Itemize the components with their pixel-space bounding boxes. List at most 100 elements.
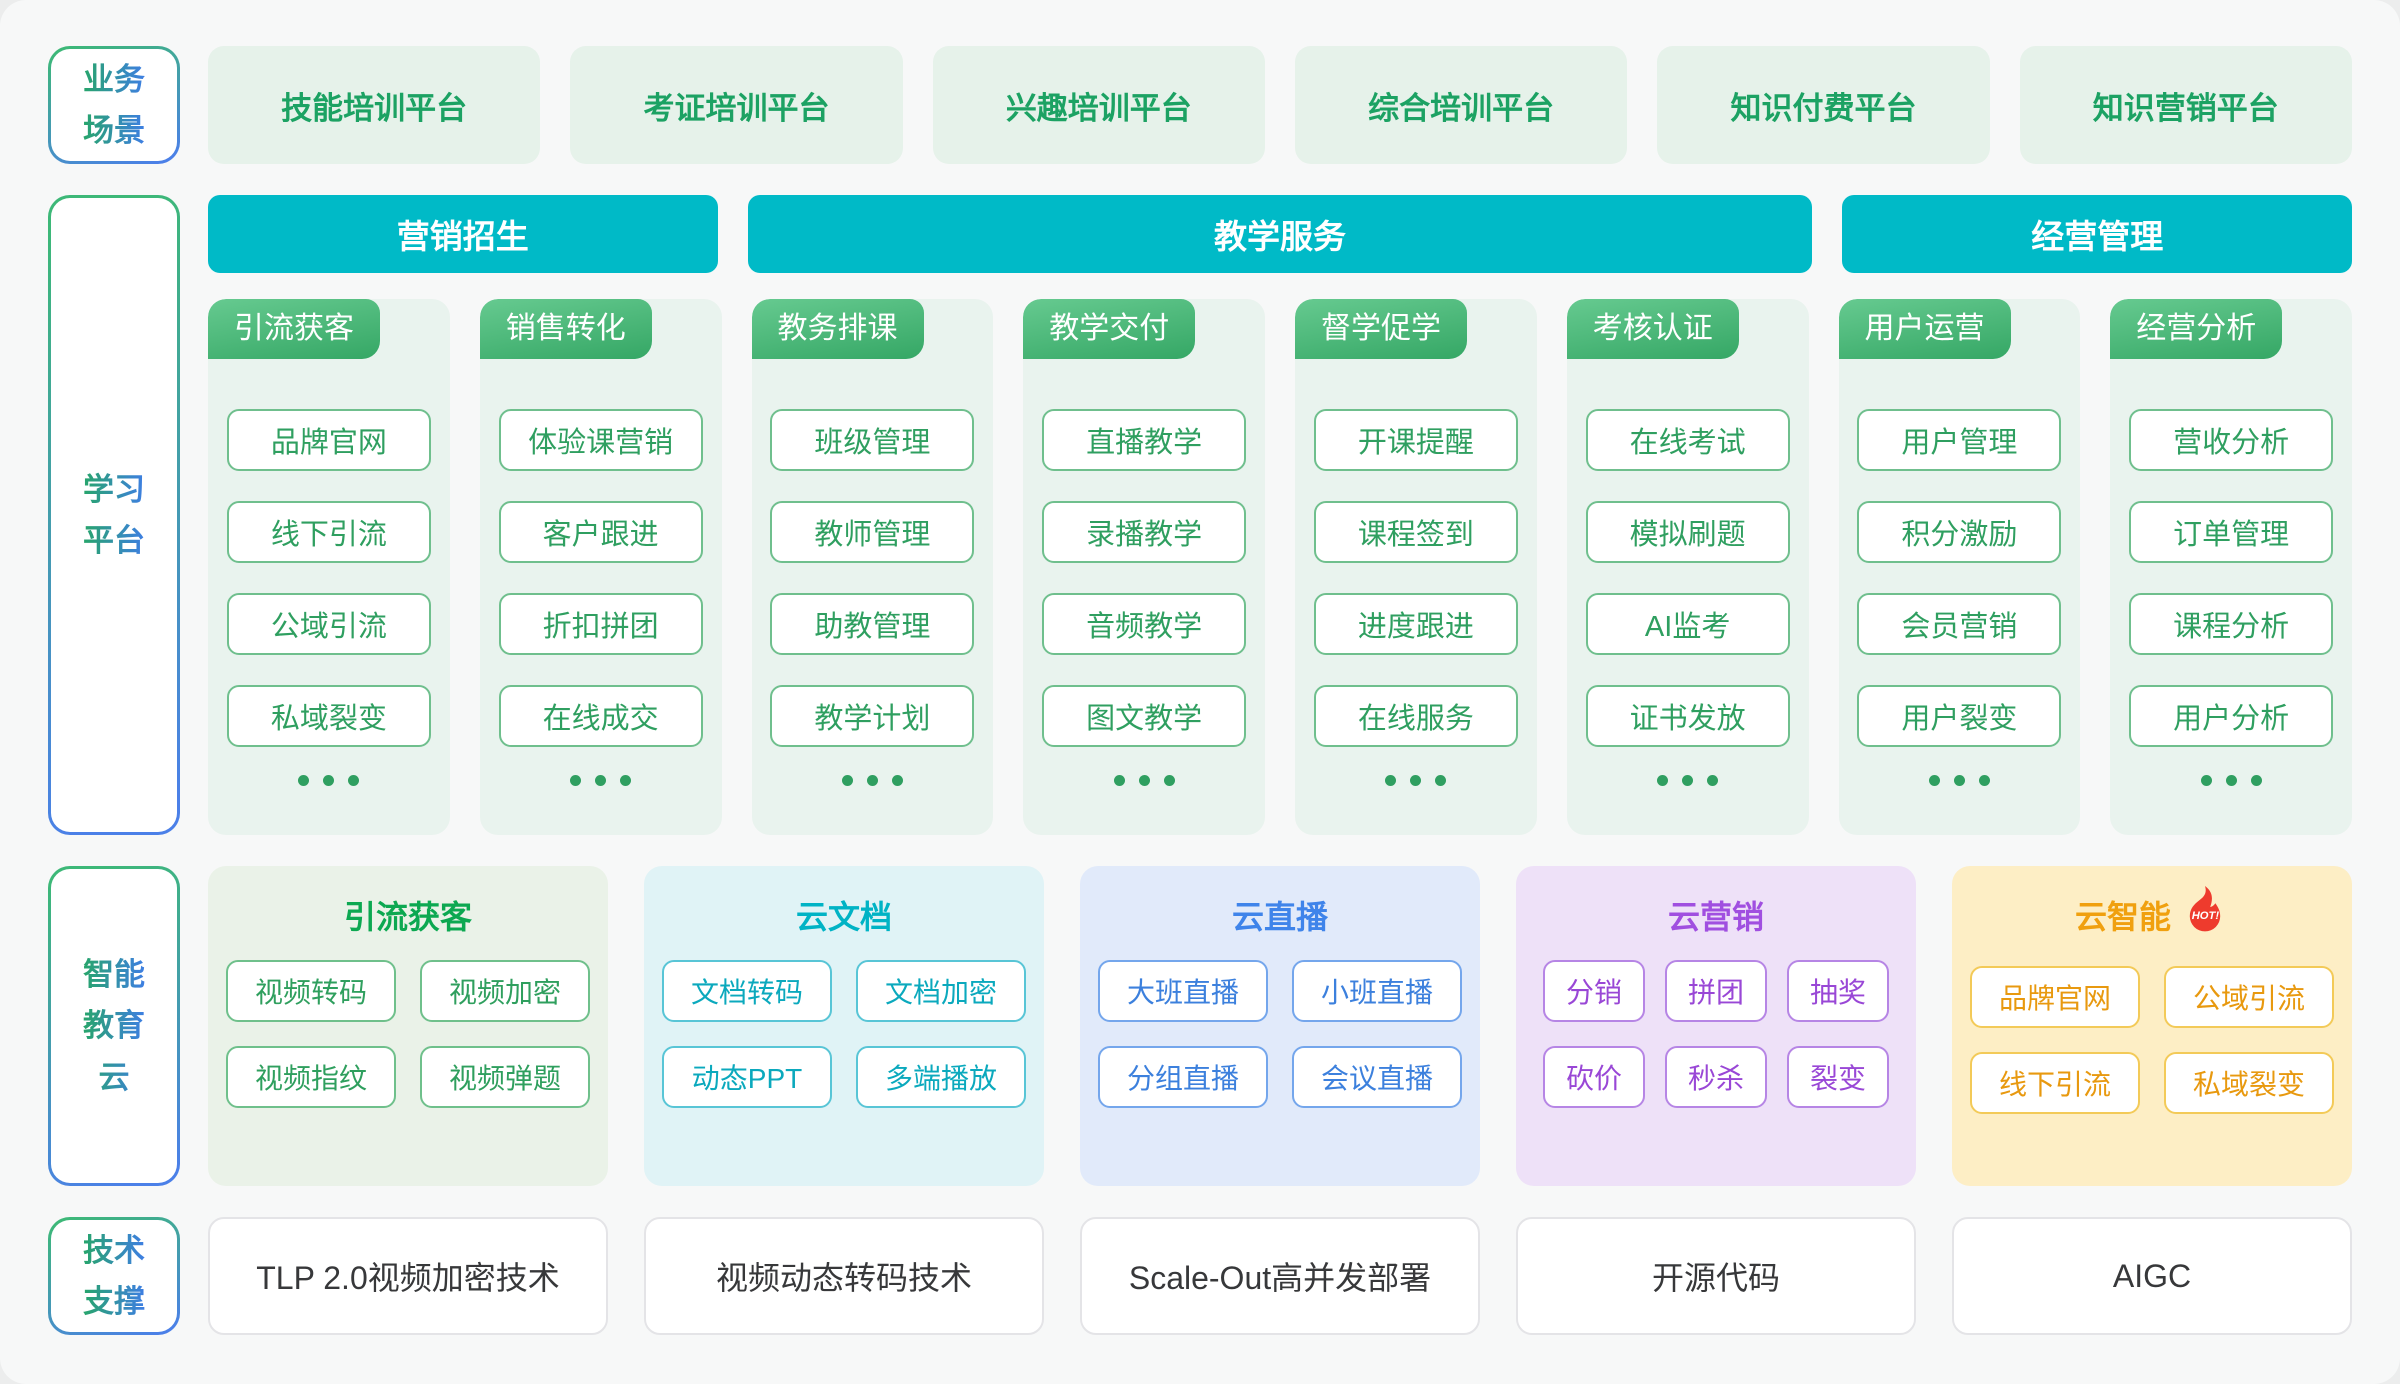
cloud-feature-button: 拼团 bbox=[1665, 960, 1767, 1022]
feature-pill: 在线服务 bbox=[1313, 685, 1518, 747]
business-scenario-card: 技能培训平台 bbox=[208, 46, 541, 164]
feature-pill: 图文教学 bbox=[1042, 685, 1247, 747]
cloud-feature-button: 抽奖 bbox=[1787, 960, 1889, 1022]
feature-pill: 会员营销 bbox=[1857, 593, 2062, 655]
cloud-feature-button: 会议直播 bbox=[1292, 1046, 1462, 1108]
feature-pill: 开课提醒 bbox=[1313, 409, 1518, 471]
learning-columns: 引流获客 品牌官网 线下引流 公域引流 私域裂变 销售转化 体验课营销 客户跟进… bbox=[208, 299, 2352, 835]
cloud-card-title: 云直播 bbox=[1231, 899, 1328, 935]
cloud-card-docs: 云文档 文档转码 文档加密 动态PPT 多端播放 bbox=[644, 866, 1044, 1186]
cloud-cards: 引流获客 视频转码 视频加密 视频指纹 视频弹题 云文档 文档转码 文档加密 动… bbox=[208, 866, 2352, 1186]
cloud-card-live: 云直播 大班直播 小班直播 分组直播 会议直播 bbox=[1080, 866, 1480, 1186]
learning-platform-content: 营销招生 教学服务 经营管理 引流获客 品牌官网 线下引流 公域引流 私域裂变 … bbox=[208, 195, 2352, 835]
cloud-card-title: 引流获客 bbox=[343, 899, 472, 935]
cloud-feature-button: 文档加密 bbox=[856, 960, 1026, 1022]
cloud-feature-button: 视频指纹 bbox=[226, 1046, 396, 1108]
stage-headers: 营销招生 教学服务 经营管理 bbox=[208, 195, 2352, 273]
business-scenario-card: 综合培训平台 bbox=[1294, 46, 1628, 164]
cloud-feature-button: 动态PPT bbox=[662, 1046, 832, 1108]
cloud-feature-grid: 文档转码 文档加密 动态PPT 多端播放 bbox=[662, 960, 1026, 1108]
feature-pill: 班级管理 bbox=[770, 409, 975, 471]
cloud-card-ai: 云智能 HOT! 品牌官网 公域引流 线下引流 私域裂变 bbox=[1952, 866, 2352, 1186]
column-tab: 督学促学 bbox=[1295, 299, 1467, 359]
feature-pill: 私域裂变 bbox=[226, 685, 431, 747]
feature-pill: 用户管理 bbox=[1857, 409, 2062, 471]
feature-pill: 直播教学 bbox=[1042, 409, 1247, 471]
hot-badge-text: HOT! bbox=[2192, 910, 2220, 922]
feature-pill: 公域引流 bbox=[226, 593, 431, 655]
cloud-feature-button: 视频加密 bbox=[420, 960, 590, 1022]
business-scenario-card: 考证培训平台 bbox=[570, 46, 903, 164]
feature-pill: 在线成交 bbox=[498, 685, 703, 747]
feature-pill: 订单管理 bbox=[2129, 501, 2334, 563]
learning-platform-row: 学习 平台 营销招生 教学服务 经营管理 引流获客 品牌官网 线下引流 公域引流… bbox=[48, 195, 2352, 835]
more-dots-icon bbox=[570, 775, 632, 786]
feature-pill: 在线考试 bbox=[1585, 409, 1790, 471]
learning-column-analysis: 经营分析 营收分析 订单管理 课程分析 用户分析 bbox=[2110, 299, 2352, 835]
cloud-feature-button: 私域裂变 bbox=[2164, 1052, 2334, 1114]
learning-column-scheduling: 教务排课 班级管理 教师管理 助教管理 教学计划 bbox=[751, 299, 994, 835]
tech-cards: TLP 2.0视频加密技术 视频动态转码技术 Scale-Out高并发部署 开源… bbox=[208, 1217, 2352, 1335]
cloud-feature-button: 砍价 bbox=[1543, 1046, 1645, 1108]
column-tab: 教学交付 bbox=[1023, 299, 1196, 359]
section-label-text: 智能 教育 云 bbox=[83, 949, 145, 1102]
column-tab: 引流获客 bbox=[208, 299, 380, 359]
tech-card: 开源代码 bbox=[1516, 1217, 1916, 1335]
feature-pill: 折扣拼团 bbox=[498, 593, 703, 655]
column-tab: 考核认证 bbox=[1566, 299, 1739, 359]
feature-pill: 客户跟进 bbox=[498, 501, 703, 563]
section-label-business-scenarios: 业务 场景 bbox=[48, 46, 180, 164]
section-label-text: 业务 场景 bbox=[83, 54, 145, 156]
cloud-feature-grid: 大班直播 小班直播 分组直播 会议直播 bbox=[1098, 960, 1462, 1108]
cloud-feature-grid: 品牌官网 公域引流 线下引流 私域裂变 bbox=[1970, 966, 2334, 1114]
tech-support-row: 技术 支撑 TLP 2.0视频加密技术 视频动态转码技术 Scale-Out高并… bbox=[48, 1217, 2352, 1335]
cloud-card-title-row: 云智能 HOT! bbox=[2074, 886, 2229, 944]
stage-header-marketing: 营销招生 bbox=[208, 195, 718, 273]
feature-pill: 进度跟进 bbox=[1313, 593, 1518, 655]
cloud-feature-button: 大班直播 bbox=[1098, 960, 1268, 1022]
cloud-card-title: 云智能 bbox=[2074, 899, 2171, 935]
more-dots-icon bbox=[1113, 775, 1175, 786]
column-tab: 经营分析 bbox=[2110, 299, 2283, 359]
feature-pill: 营收分析 bbox=[2129, 409, 2334, 471]
feature-pill: 模拟刷题 bbox=[1585, 501, 1790, 563]
cloud-card-title: 云文档 bbox=[795, 899, 892, 935]
cloud-feature-button: 视频转码 bbox=[226, 960, 396, 1022]
column-tab: 销售转化 bbox=[479, 299, 652, 359]
cloud-feature-button: 公域引流 bbox=[2164, 966, 2334, 1028]
column-tab: 教务排课 bbox=[751, 299, 924, 359]
cloud-feature-grid: 视频转码 视频加密 视频指纹 视频弹题 bbox=[226, 960, 590, 1108]
feature-pill: AI监考 bbox=[1585, 593, 1790, 655]
business-scenario-card: 兴趣培训平台 bbox=[932, 46, 1265, 164]
hot-flame-icon: HOT! bbox=[2189, 886, 2221, 932]
cloud-feature-button: 分销 bbox=[1543, 960, 1645, 1022]
cloud-feature-button: 视频弹题 bbox=[420, 1046, 590, 1108]
feature-pill: 课程分析 bbox=[2129, 593, 2334, 655]
section-label-education-cloud: 智能 教育 云 bbox=[48, 866, 180, 1186]
learning-column-sales: 销售转化 体验课营销 客户跟进 折扣拼团 在线成交 bbox=[479, 299, 722, 835]
more-dots-icon bbox=[2200, 775, 2262, 786]
cloud-feature-button: 小班直播 bbox=[1292, 960, 1462, 1022]
column-tab: 用户运营 bbox=[1838, 299, 2011, 359]
more-dots-icon bbox=[1657, 775, 1719, 786]
business-scenarios-row: 业务 场景 技能培训平台 考证培训平台 兴趣培训平台 综合培训平台 知识付费平台… bbox=[48, 46, 2352, 164]
cloud-feature-button: 裂变 bbox=[1787, 1046, 1889, 1108]
feature-pill: 教学计划 bbox=[770, 685, 975, 747]
cloud-feature-button: 文档转码 bbox=[662, 960, 832, 1022]
learning-column-user-operation: 用户运营 用户管理 积分激励 会员营销 用户裂变 bbox=[1838, 299, 2081, 835]
cloud-card-title: 云营销 bbox=[1667, 899, 1764, 935]
feature-pill: 线下引流 bbox=[226, 501, 431, 563]
cloud-feature-button: 秒杀 bbox=[1665, 1046, 1767, 1108]
section-label-text: 技术 支撑 bbox=[83, 1225, 145, 1327]
feature-pill: 用户分析 bbox=[2129, 685, 2334, 747]
learning-column-delivery: 教学交付 直播教学 录播教学 音频教学 图文教学 bbox=[1023, 299, 1265, 835]
cloud-feature-button: 线下引流 bbox=[1970, 1052, 2140, 1114]
more-dots-icon bbox=[1928, 775, 1990, 786]
feature-pill: 证书发放 bbox=[1585, 685, 1790, 747]
more-dots-icon bbox=[841, 775, 903, 786]
section-label-text: 学习 平台 bbox=[83, 464, 145, 566]
feature-pill: 品牌官网 bbox=[226, 409, 431, 471]
feature-pill: 课程签到 bbox=[1313, 501, 1518, 563]
learning-column-assessment: 考核认证 在线考试 模拟刷题 AI监考 证书发放 bbox=[1566, 299, 1809, 835]
